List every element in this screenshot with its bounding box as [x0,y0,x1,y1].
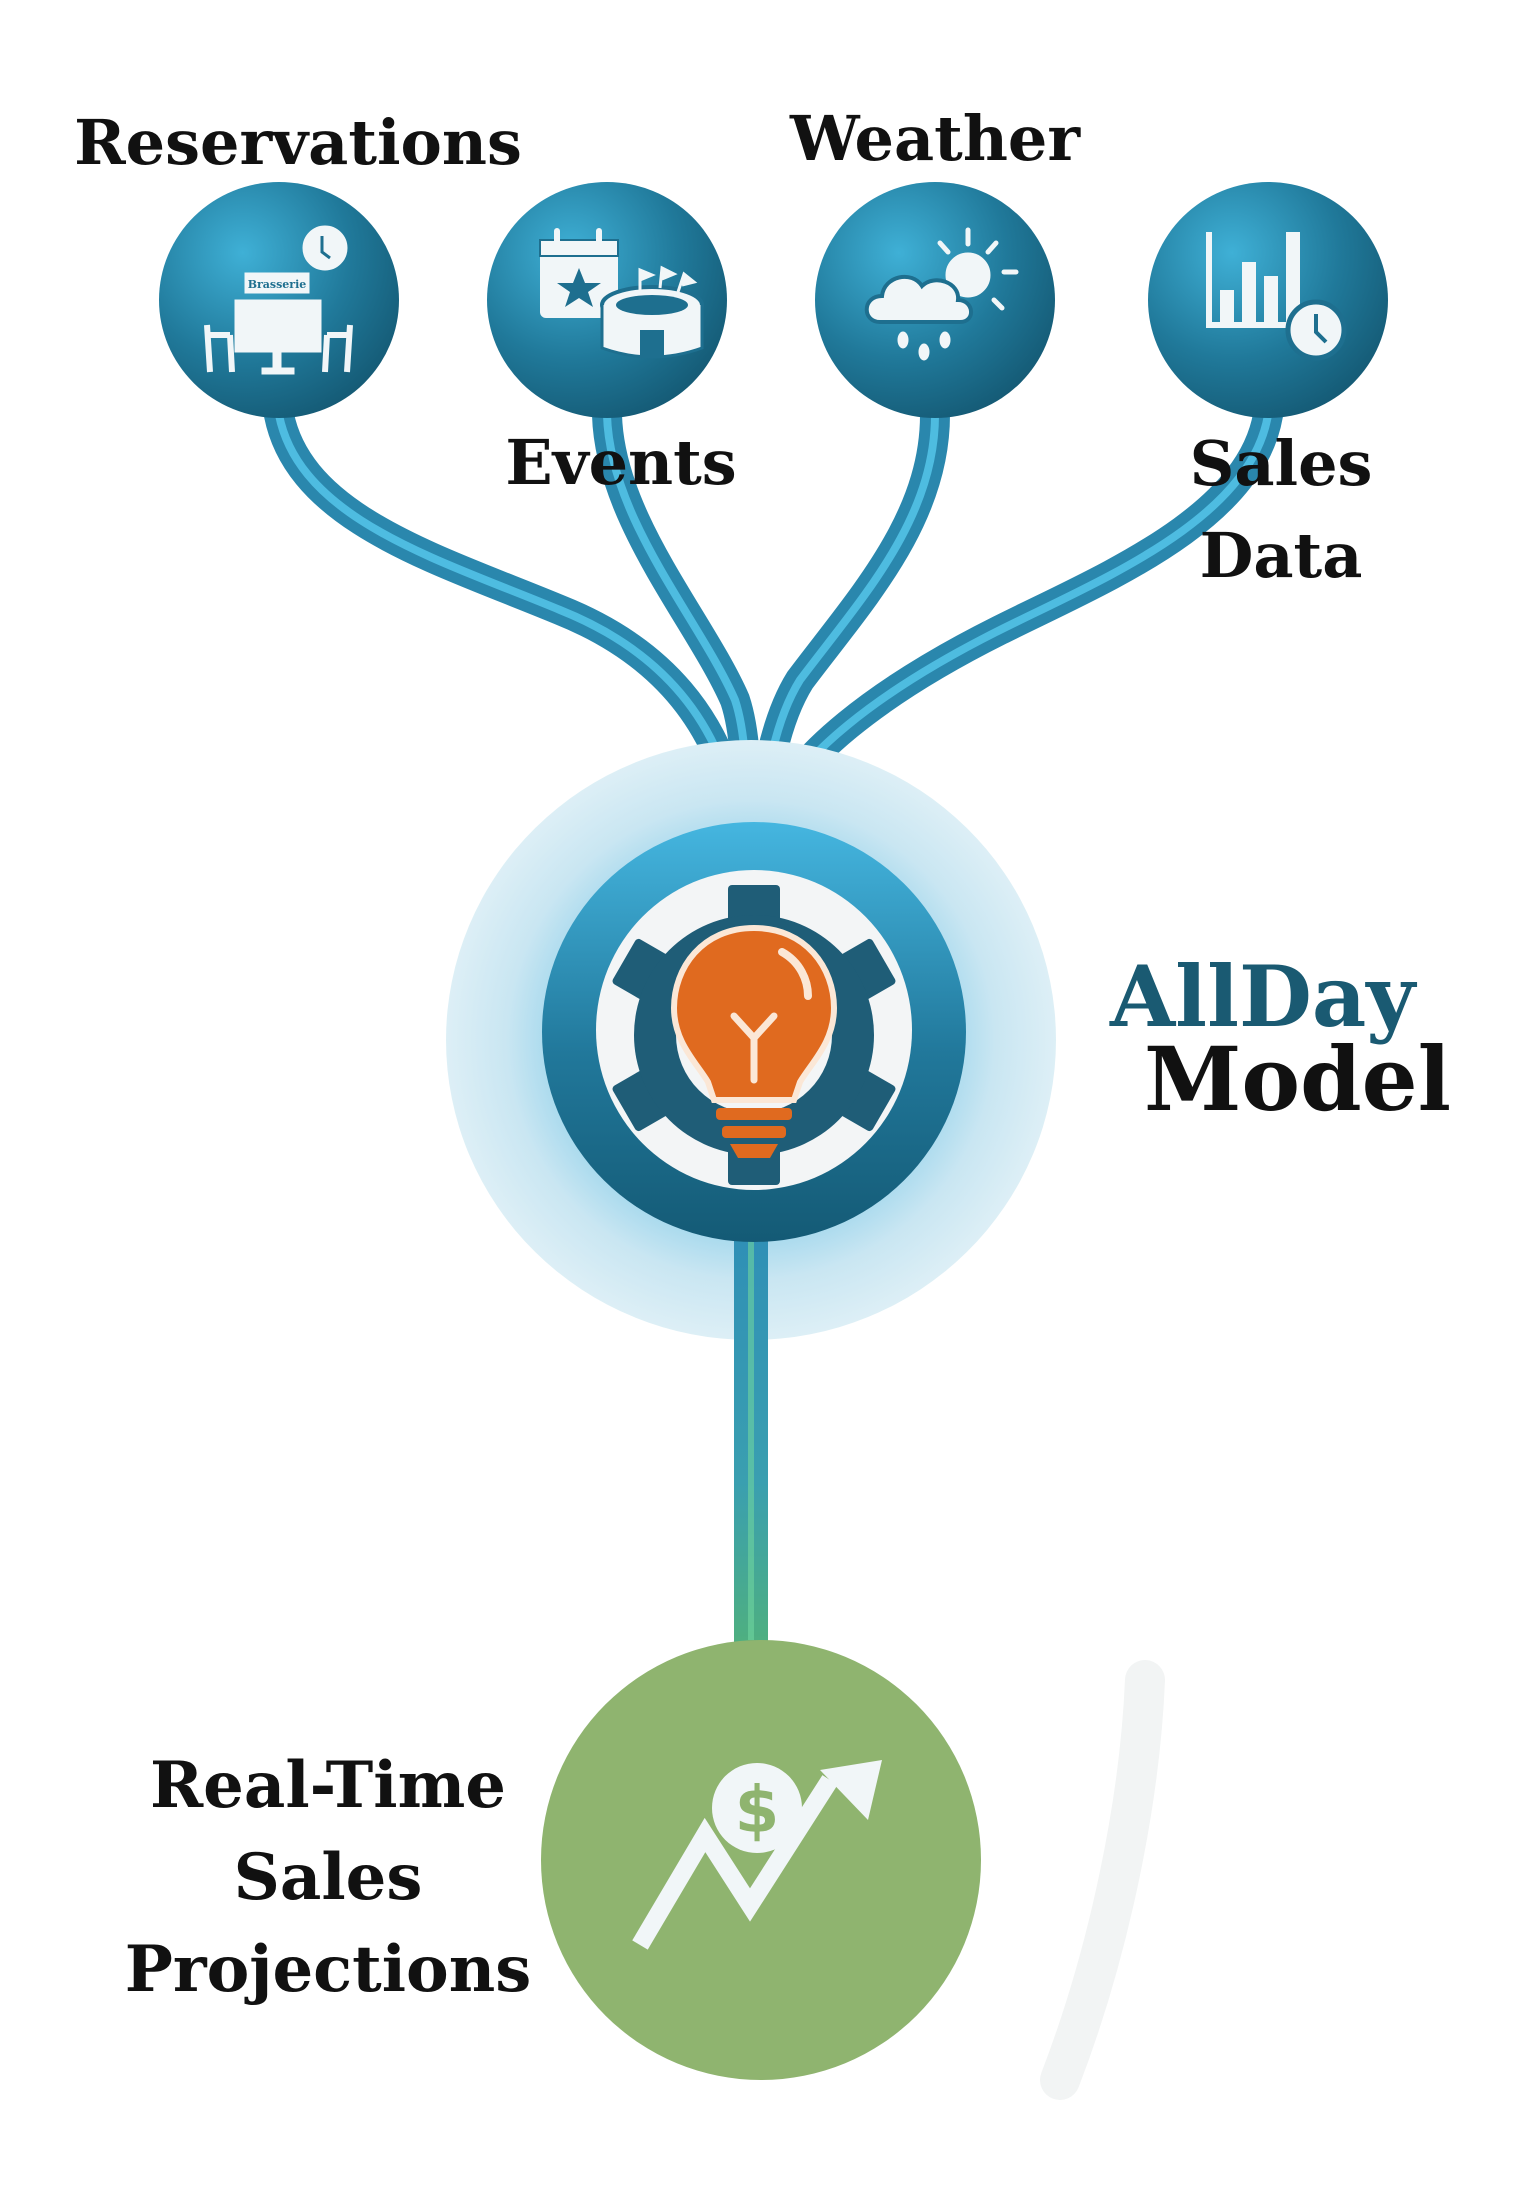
output-label-line2: Sales [233,1840,423,1915]
label-weather: Weather [789,102,1081,175]
model-node[interactable] [542,822,966,1242]
label-sales-data-line2: Data [1199,519,1363,592]
input-node-reservations[interactable]: Brasserie [159,182,399,418]
label-events: Events [505,426,737,499]
input-node-sales-data[interactable] [1148,182,1388,418]
label-sales-data-line1: Sales [1189,427,1373,500]
model-title-line2: Model [1144,1027,1452,1131]
input-node-events[interactable] [487,182,727,418]
decorative-swoosh [1040,1660,1165,2100]
restaurant-table-clock-icon [204,225,353,375]
output-stem-highlight [748,1240,754,1640]
output-label-line3: Projections [124,1932,532,2007]
input-node-weather[interactable] [815,182,1055,418]
model-title-line1: AllDay [1110,947,1416,1046]
cloud-sun-rain-icon [864,227,1019,361]
label-sales-data: Sales Data [1190,418,1373,602]
model-title: AllDay Model [1110,947,1452,1131]
bar-chart-clock-icon [1206,232,1347,361]
calendar-stadium-icon [539,228,704,359]
output-label-line1: Real-Time [149,1748,507,1823]
output-label: Real-Time Sales Projections [125,1740,532,2016]
reservation-sign-text: Brasserie [248,278,307,291]
lightbulb-icon [670,924,838,1158]
label-reservations: Reservations [74,106,522,179]
output-node[interactable]: $ [541,1640,1165,2100]
dollar-symbol: $ [735,1774,780,1848]
dollar-trend-up-icon [632,1760,882,1950]
